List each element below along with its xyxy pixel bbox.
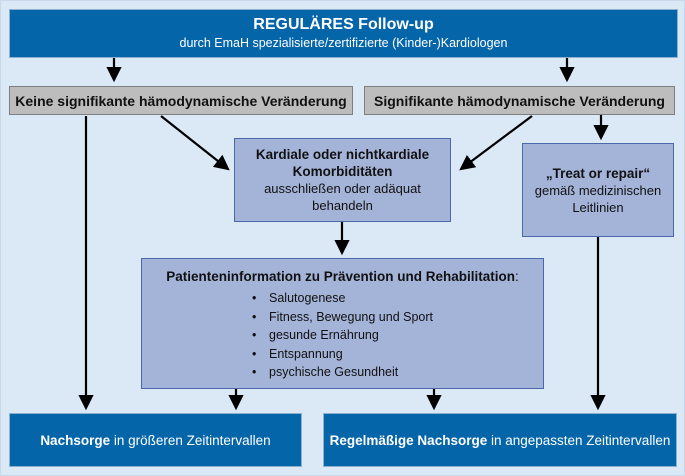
header-box: REGULÄRES Follow-up durch EmaH spezialis… (9, 9, 678, 58)
bullet-icon: • (252, 291, 257, 305)
bullet-text: gesunde Ernährung (269, 328, 379, 342)
followup-right-box: Regelmäßige Nachsorge in angepassten Zei… (323, 413, 677, 467)
bullet-text: Entspannung (269, 346, 343, 361)
treat-or-repair-body-line2: Leitlinien (572, 199, 624, 215)
comorbidities-title-line1: Kardiale oder nichtkardiale (255, 147, 430, 162)
followup-left-box: Nachsorge in größeren Zeitintervallen (9, 413, 302, 467)
bullet-text: Fitness, Bewegung und Sport (269, 309, 433, 324)
comorbidities-box: Kardiale oder nichtkardiale Komorbidität… (234, 138, 451, 222)
bullet-text: psychische Gesundheit (269, 365, 399, 379)
treat-or-repair-box: „Treat or repair“ gemäß medizinischen Le… (522, 143, 674, 237)
header-subtitle: durch EmaH spezialisierte/zertifizierte … (179, 36, 508, 50)
comorbidities-title-line2: Komorbiditäten (292, 164, 393, 179)
treat-or-repair-body-line1: gemäß medizinischen (534, 182, 662, 198)
followup-right-label-bold: Regelmäßige Nachsorge (329, 432, 488, 448)
bullet-icon: • (252, 346, 257, 361)
branch-change-box: Signifikante hämodynamische Veränderung (364, 86, 675, 115)
followup-right-label: Regelmäßige Nachsorge in angepassten Zei… (330, 433, 671, 448)
list-item: • Salutogenese (252, 289, 433, 308)
patient-info-box: Patienteninformation zu Prävention und R… (141, 258, 544, 389)
bullet-icon: • (252, 328, 257, 342)
patient-info-bullet-list: • Salutogenese • Fitness, Bewegung und Spo… (252, 289, 433, 382)
patient-info-title: Patienteninformation zu Prävention und R… (166, 268, 519, 285)
branch-change-label: Signifikante hämodynamische Veränderung (374, 92, 665, 109)
header-title: REGULÄRES Follow-up (253, 16, 434, 33)
comorbidities-body-line1: ausschließen oder adäquat (264, 181, 421, 196)
branch-no-change-box: Keine signifikante hämodynamische Veränd… (9, 86, 353, 115)
list-item: • gesunde Ernährung (252, 326, 433, 345)
patient-info-title-colon: : (515, 269, 519, 284)
bullet-icon: • (252, 365, 257, 379)
followup-left-label: Nachsorge in größeren Zeitintervallen (40, 433, 270, 448)
bullet-text: Salutogenese (269, 291, 346, 305)
branch-no-change-label: Keine signifikante hämodynamische Veränd… (15, 92, 347, 109)
followup-left-label-bold: Nachsorge (40, 432, 111, 448)
followup-left-label-rest: in größeren Zeitintervallen (110, 432, 271, 448)
arrow-no-change-to-comorbidities (160, 115, 230, 171)
followup-right-label-rest: in angepassten Zeitintervallen (487, 432, 671, 448)
treat-or-repair-title: „Treat or repair“ (545, 165, 651, 181)
list-item: • psychische Gesundheit (252, 363, 433, 382)
comorbidities-body-line2: behandeln (312, 198, 373, 213)
patient-info-title-text: Patienteninformation zu Prävention und R… (166, 269, 515, 284)
bullet-icon: • (252, 309, 257, 324)
list-item: • Entspannung (252, 345, 433, 364)
list-item: • Fitness, Bewegung und Sport (252, 308, 433, 327)
